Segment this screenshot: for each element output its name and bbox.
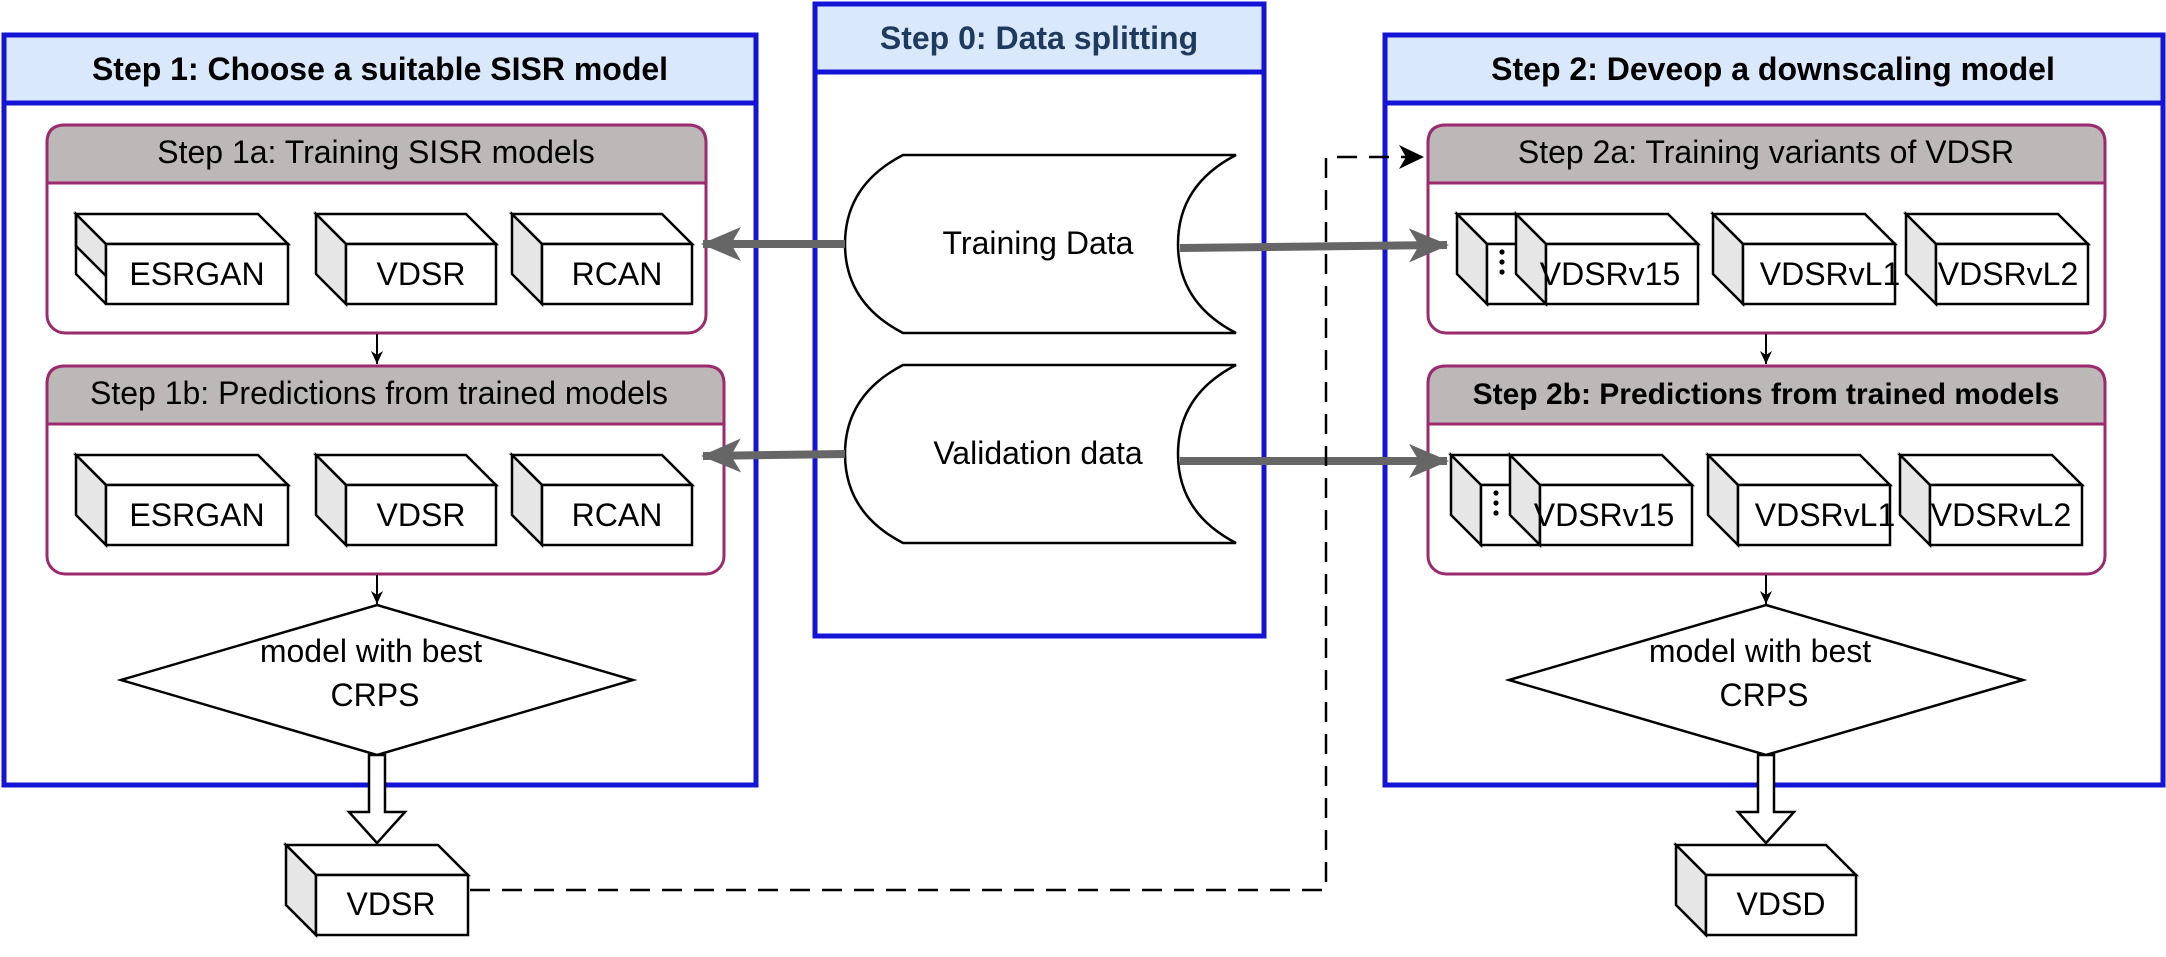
model-cube-vdsr: VDSR xyxy=(312,210,500,308)
step2b-group: Step 2b: Predictions from trained models… xyxy=(1426,364,2107,576)
step2-output-arrow xyxy=(1735,753,1797,845)
model-label: VDSR xyxy=(377,497,466,533)
step1a-group: Step 1a: Training SISR models ESRGAN VDS… xyxy=(45,123,708,335)
step1a-header xyxy=(45,123,708,185)
step1b-header xyxy=(45,364,726,426)
model-label: VDSR xyxy=(377,256,466,292)
validation-data-label: Validation data xyxy=(933,435,1143,471)
step1b-group: Step 1b: Predictions from trained models… xyxy=(45,364,726,576)
model-label: ESRGAN xyxy=(129,497,264,533)
model-cube-vdsrvl2: VDSRvL2 xyxy=(1896,451,2086,549)
arrow-validation-to-step1b xyxy=(701,438,846,473)
step2-panel: Step 2: Deveop a downscaling model Step … xyxy=(1382,32,2166,788)
step1b-title: Step 1b: Predictions from trained models xyxy=(90,375,668,411)
step0-title: Step 0: Data splitting xyxy=(880,20,1198,56)
model-cube-vdsrvl1: VDSRvL1 xyxy=(1704,451,1896,549)
step2a-header xyxy=(1426,123,2107,185)
model-cube-vdsrvl2: VDSRvL2 xyxy=(1902,210,2092,308)
training-data-label: Training Data xyxy=(943,225,1134,261)
step2b-title: Step 2b: Predictions from trained models xyxy=(1473,378,2060,411)
dashed-arrow-vdsr-to-step2a xyxy=(470,145,1424,892)
decision-text-line1: model with best xyxy=(260,633,482,669)
model-cube-rcan: RCAN xyxy=(508,451,696,549)
output-label: VDSD xyxy=(1737,886,1826,922)
step0-panel: Step 0: Data splitting Training Data Val… xyxy=(812,1,1267,639)
model-cube-esrgan: ESRGAN xyxy=(72,210,292,306)
step2a-title: Step 2a: Training variants of VDSR xyxy=(1518,134,2014,170)
training-data-shape: Training Data xyxy=(843,153,1237,335)
step2-header xyxy=(1382,32,2166,106)
model-cube-stack-vdsrv15: VDSRv15 xyxy=(1447,451,1696,549)
output-label: VDSR xyxy=(347,886,436,922)
step1-output-arrow xyxy=(346,753,408,845)
model-label: VDSRvL2 xyxy=(1938,256,2079,292)
model-cube-vdsr: VDSR xyxy=(312,451,500,549)
model-label: RCAN xyxy=(572,497,663,533)
model-label: VDSRvL1 xyxy=(1760,256,1901,292)
model-cube-vdsrvl1: VDSRvL1 xyxy=(1709,210,1901,308)
model-cube-stack-vdsrv15: VDSRv15 xyxy=(1453,210,1702,308)
model-label: RCAN xyxy=(572,256,663,292)
model-label: ESRGAN xyxy=(129,256,264,292)
step1-header xyxy=(1,32,759,106)
model-cube-rcan: RCAN xyxy=(508,210,696,308)
step2-title: Step 2: Deveop a downscaling model xyxy=(1491,51,2055,87)
step1-panel: Step 1: Choose a suitable SISR model Ste… xyxy=(1,32,759,788)
step1a-title: Step 1a: Training SISR models xyxy=(157,134,595,170)
model-label: VDSRvL1 xyxy=(1755,497,1896,533)
model-label: VDSRvL2 xyxy=(1931,497,2072,533)
step2b-header xyxy=(1426,364,2107,426)
decision-text-line1: model with best xyxy=(1649,633,1871,669)
model-label: VDSRv15 xyxy=(1534,497,1675,533)
validation-data-shape: Validation data xyxy=(843,363,1237,545)
arrow-training-to-step2a xyxy=(1179,228,1449,263)
model-label: VDSRv15 xyxy=(1540,256,1681,292)
decision-text-line2: CRPS xyxy=(1720,677,1809,713)
step1-decision: model with best CRPS xyxy=(116,603,638,757)
step1-output-cube: VDSR xyxy=(282,841,472,939)
decision-text-line2: CRPS xyxy=(331,677,420,713)
model-cube-esrgan: ESRGAN xyxy=(72,451,292,549)
step2-output-cube: VDSD xyxy=(1672,841,1860,939)
step0-header xyxy=(812,1,1267,75)
step1-title: Step 1: Choose a suitable SISR model xyxy=(92,51,668,87)
step2-decision: model with best CRPS xyxy=(1504,603,2028,757)
step2a-group: Step 2a: Training variants of VDSR VDSRv… xyxy=(1426,123,2107,335)
